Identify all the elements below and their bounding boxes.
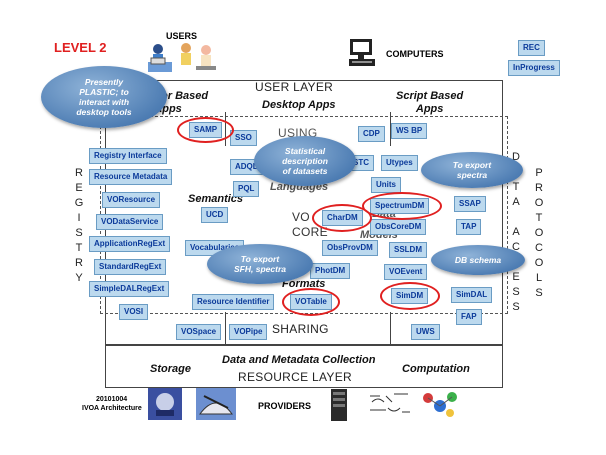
- data-collection-title: Data and Metadata Collection: [222, 354, 376, 366]
- voresource-standard[interactable]: VOResource: [102, 192, 161, 208]
- db-schema-callout: DB schema: [431, 245, 525, 275]
- computation-title: Computation: [402, 363, 470, 375]
- units-standard[interactable]: Units: [371, 177, 401, 193]
- users-label: USERS: [166, 31, 198, 41]
- user-layer-frame: [105, 80, 503, 346]
- applicationregext-standard[interactable]: ApplicationRegExt: [89, 236, 171, 252]
- vo-core-label: VO CORE: [292, 210, 328, 239]
- statistical-callout: Statistical description of datasets: [254, 136, 356, 186]
- script-apps-title: Script Based Apps: [396, 90, 464, 115]
- simpledalregext-standard[interactable]: SimpleDALRegExt: [89, 281, 170, 297]
- level-title: LEVEL 2: [54, 40, 107, 55]
- equations-icon: [368, 390, 412, 418]
- spectrumdm-highlight-ring: [362, 192, 442, 220]
- data-access-letter: A: [512, 196, 520, 208]
- registry-letter: R: [75, 257, 83, 269]
- registry-letter: Y: [75, 272, 83, 284]
- samp-highlight-ring: [177, 117, 234, 143]
- protocols-letter: C: [535, 242, 543, 254]
- registry-interface-standard[interactable]: Registry Interface: [89, 148, 167, 164]
- users-icon: [148, 42, 218, 76]
- protocols-letter: T: [535, 212, 543, 224]
- registry-letter: T: [75, 242, 83, 254]
- data-access-letter: E: [512, 271, 520, 283]
- chardm-highlight-ring: [312, 204, 372, 232]
- data-access-letter: C: [512, 241, 520, 253]
- data-access-letter: A: [512, 226, 520, 238]
- registry-letter: R: [75, 167, 83, 179]
- registry-letter: E: [75, 182, 83, 194]
- observatory-icon: [196, 388, 236, 420]
- protocols-letter: O: [534, 197, 544, 209]
- protocols-letter: O: [534, 227, 544, 239]
- data-access-letter: T: [512, 181, 520, 193]
- ucd-standard[interactable]: UCD: [201, 207, 229, 223]
- obscoredm-standard[interactable]: ObsCoreDM: [370, 219, 427, 235]
- data-access-letter: S: [512, 301, 520, 313]
- protocols-letter: P: [535, 167, 543, 179]
- registry-letter: I: [77, 212, 81, 224]
- footer-date: 20101004: [96, 396, 128, 403]
- computer-icon: [348, 38, 376, 68]
- sso-standard[interactable]: SSO: [230, 130, 257, 146]
- sharing-label: SHARING: [272, 322, 329, 336]
- data-access-letter: S: [512, 286, 520, 298]
- voevent-standard[interactable]: VOEvent: [384, 264, 428, 280]
- photdm-standard[interactable]: PhotDM: [310, 263, 351, 279]
- export-spectra-callout-text: To export spectra: [452, 160, 492, 180]
- script-apps-divider: [390, 112, 391, 146]
- protocols-letter: O: [534, 257, 544, 269]
- registry-letter: S: [75, 227, 83, 239]
- vodataservice-standard[interactable]: VODataService: [96, 214, 164, 230]
- ws-bp-standard[interactable]: WS BP: [391, 123, 428, 139]
- molecule-icon: [420, 388, 460, 418]
- registry-letter: G: [74, 197, 84, 209]
- export-sfh-callout-text: To export SFH, spectra: [234, 254, 286, 274]
- semantics-title: Semantics: [188, 193, 244, 205]
- storage-title: Storage: [150, 363, 191, 375]
- plastic-callout: Presently PLASTIC; to interact with desk…: [41, 66, 167, 128]
- resource-layer-title: RESOURCE LAYER: [238, 370, 353, 384]
- footer-architecture: IVOA Architecture: [82, 405, 142, 412]
- utypes-standard[interactable]: Utypes: [381, 155, 418, 171]
- ssldm-standard[interactable]: SSLDM: [389, 242, 427, 258]
- storage-divider: [225, 312, 226, 344]
- plastic-callout-text: Presently PLASTIC; to interact with desk…: [76, 77, 132, 117]
- protocols-letter: L: [535, 272, 543, 284]
- user-layer-title: USER LAYER: [255, 80, 334, 94]
- cdp-standard[interactable]: CDP: [358, 126, 385, 142]
- export-spectra-callout: To export spectra: [421, 152, 523, 188]
- protocols-letter: S: [535, 287, 543, 299]
- standardregext-standard[interactable]: StandardRegExt: [94, 259, 167, 275]
- telescope-icon: [148, 388, 182, 420]
- statistical-callout-text: Statistical description of datasets: [282, 146, 328, 176]
- vopipe-standard[interactable]: VOPipe: [229, 324, 268, 340]
- in-progress-legend: InProgress: [508, 60, 560, 76]
- fap-standard[interactable]: FAP: [456, 309, 482, 325]
- obsprovdm-standard[interactable]: ObsProvDM: [322, 240, 378, 256]
- formats-title: Formats: [282, 278, 326, 290]
- server-icon: [330, 388, 348, 422]
- providers-label: PROVIDERS: [258, 401, 312, 411]
- tap-standard[interactable]: TAP: [456, 219, 482, 235]
- uws-standard[interactable]: UWS: [411, 324, 440, 340]
- db-schema-callout-text: DB schema: [454, 255, 502, 265]
- pql-standard[interactable]: PQL: [233, 181, 260, 197]
- export-sfh-callout: To export SFH, spectra: [207, 244, 313, 284]
- data-access-letter: D: [512, 151, 520, 163]
- resource-layer-frame: [105, 344, 503, 388]
- rec-legend: REC: [518, 40, 545, 56]
- resource-metadata-standard[interactable]: Resource Metadata: [89, 169, 173, 185]
- vospace-standard[interactable]: VOSpace: [176, 324, 222, 340]
- protocols-letter: R: [535, 182, 543, 194]
- ssap-standard[interactable]: SSAP: [454, 196, 486, 212]
- computers-label: COMPUTERS: [386, 49, 444, 59]
- simdm-highlight-ring: [380, 282, 440, 310]
- computation-divider: [390, 312, 391, 344]
- simdal-standard[interactable]: SimDAL: [451, 287, 493, 303]
- vosi-standard[interactable]: VOSI: [119, 304, 149, 320]
- resource-identifier-standard[interactable]: Resource Identifier: [192, 294, 275, 310]
- votable-highlight-ring: [282, 288, 340, 316]
- desktop-apps-title: Desktop Apps: [262, 99, 336, 111]
